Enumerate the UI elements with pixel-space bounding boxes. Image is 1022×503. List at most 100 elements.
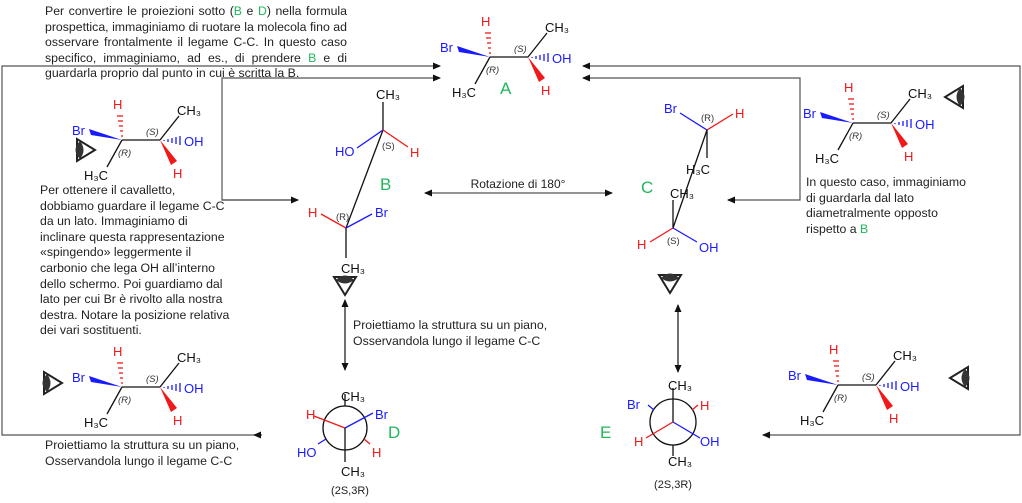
atom-h3c: H₃C [84,415,108,430]
atom-br: Br [375,407,389,422]
atom-h: H [113,344,122,359]
stereo-s: (S) [667,236,680,247]
atom-br: Br [440,40,454,55]
opposite-view-label-b: B [860,221,869,236]
stereo-s: (S) [862,372,875,383]
stereo-r: (R) [118,148,131,159]
label-A: A [500,79,512,98]
atom-br: Br [72,370,86,385]
arrow-right-to-A [582,74,801,201]
projection-caption-left: Proiettiamo la struttura su un piano, Os… [45,438,240,468]
intro-label-b: B [308,50,317,65]
atom-h: H [410,145,419,160]
eye-icon [74,138,96,162]
atom-h: H [481,14,490,29]
atom-h: H [173,166,182,181]
atom-ch3: CH₃ [893,348,917,363]
atom-br: Br [375,205,389,220]
atom-h3c: H₃C [686,162,710,177]
stereo-s: (S) [514,44,527,55]
atom-h3c: H₃C [815,151,839,166]
label-D: D [388,423,400,442]
atom-h: H [700,398,709,413]
eye-icon [333,274,357,296]
atom-oh: OH [184,134,204,149]
atom-ho: HO [335,144,355,159]
atom-h3c: H₃C [452,85,476,100]
sawhorse-C: Br H (R) H₃C CH₃ H OH (S) C [637,101,744,255]
atom-br: Br [72,123,86,138]
arrow-outer-right [582,62,1021,436]
atom-br: Br [788,368,802,383]
newman-D: CH₃ H Br HO H CH₃ D (2S,3R) [297,389,400,497]
atom-h: H [173,413,182,428]
atom-h: H [735,106,744,121]
atom-oh: OH [915,117,935,132]
intro-text: Per convertire le proiezioni sotto ( [45,4,234,18]
atom-h: H [306,407,315,422]
atom-h: H [829,342,838,357]
atom-br: Br [664,101,678,116]
atom-ch3: CH₃ [908,86,932,101]
rotation-label: Rotazione di 180° [471,177,566,191]
atom-br: Br [803,106,817,121]
label-B: B [380,175,391,194]
intro-paragraph: Per convertire le proiezioni sotto (B e … [45,4,347,82]
configuration-D: (2S,3R) [331,485,369,497]
eye-icon [41,371,63,395]
atom-ch3: CH₃ [670,186,694,201]
intro-label-b: B [233,4,242,18]
atom-ch3: CH₃ [668,454,692,469]
stereo-s: (S) [146,127,159,138]
eye-icon [658,272,682,294]
sawhorse-B: CH₃ HO H (S) H Br (R) CH₃ B [308,87,419,276]
stereo-r: (R) [849,131,862,142]
atom-oh: OH [699,240,719,255]
atom-h: H [372,445,381,460]
opposite-view-text: In questo caso, immaginiamo di guardarla… [806,175,966,236]
atom-br: Br [627,397,641,412]
opposite-view-explanation: In questo caso, immaginiamo di guardarla… [806,175,966,237]
stereo-s: (S) [146,374,159,385]
atom-ch3: CH₃ [341,389,365,404]
intro-text: ) nella formula prospettica, immaginiamo… [45,4,347,65]
stereo-s: (S) [877,110,890,121]
stereo-r: (R) [834,393,847,404]
atom-oh: OH [900,379,920,394]
connector-lines [1,62,1021,439]
atom-ch3: CH₃ [341,464,365,479]
intro-text: e [242,4,258,18]
atom-ch3: CH₃ [376,87,400,102]
molecule-bottom-left: Br H H₃C (R) (S) CH₃ OH H [72,344,204,430]
atom-h: H [844,80,853,95]
atom-h: H [904,149,913,164]
atom-ho: HO [297,445,317,460]
atom-ch3: CH₃ [668,378,692,393]
stereo-r: (R) [486,65,499,76]
atom-ch3: CH₃ [177,103,201,118]
atom-ch3: CH₃ [545,20,569,35]
stereo-s: (S) [382,141,395,152]
atom-h: H [308,205,317,220]
atom-h: H [113,97,122,112]
atom-h: H [637,237,646,252]
atom-oh: OH [552,51,572,66]
eye-icon [944,85,966,109]
stereo-r: (R) [336,212,349,223]
atom-h3c: H₃C [84,168,108,183]
atom-h: H [889,411,898,426]
atom-ch3: CH₃ [177,350,201,365]
intro-label-d: D [257,4,267,18]
arrow-left-to-A [221,74,441,201]
label-C: C [641,178,653,197]
atom-ch3: CH₃ [341,261,365,276]
stereo-r: (R) [118,395,131,406]
molecule-bottom-right: Br H H₃C (R) (S) CH₃ OH H [788,342,920,428]
atom-h3c: H₃C [800,413,824,428]
eye-icon [949,366,971,390]
label-E: E [600,423,611,442]
atom-oh: OH [700,434,720,449]
molecule-top-left: Br H H₃C (R) (S) CH₃ OH H [72,97,204,183]
projection-caption-middle: Proiettiamo la struttura su un piano, Os… [353,318,548,348]
